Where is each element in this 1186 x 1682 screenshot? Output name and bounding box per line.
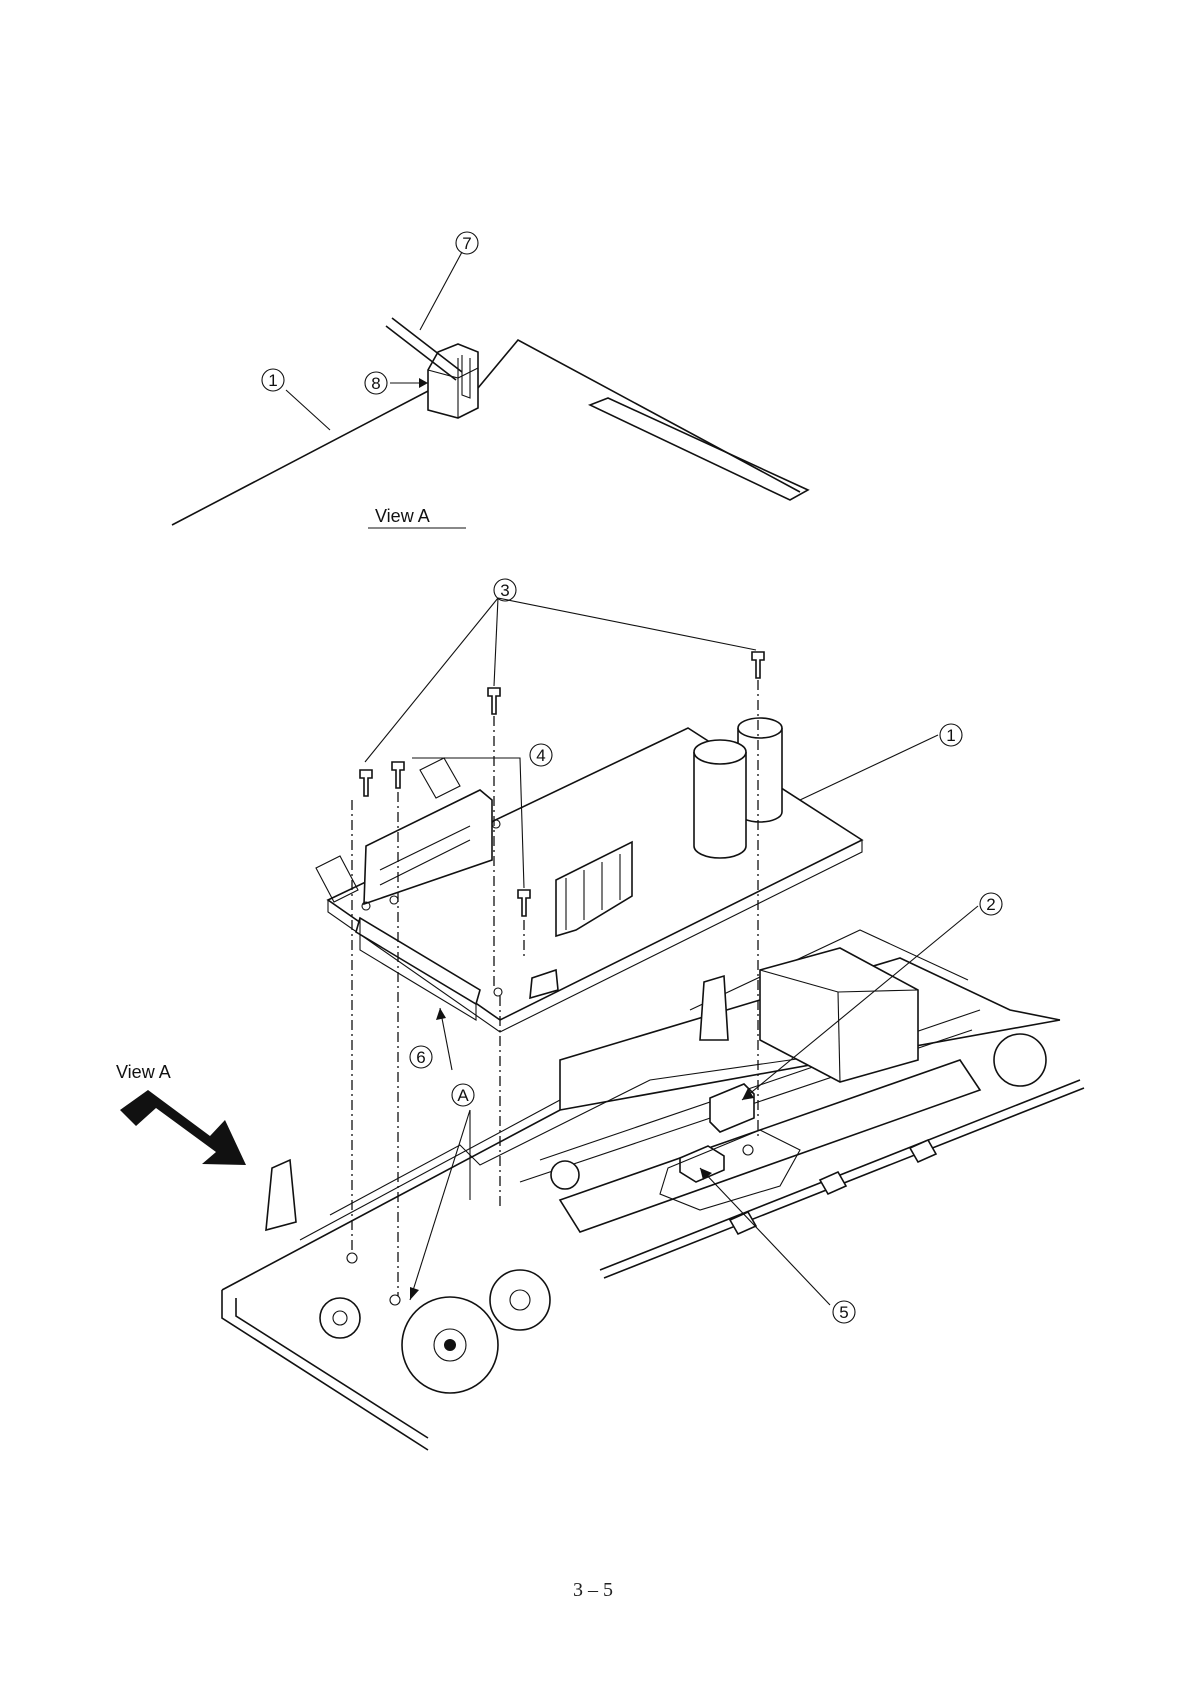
- svg-text:1: 1: [946, 726, 955, 745]
- page-number: 3 – 5: [573, 1579, 613, 1601]
- main-exploded-view: 3 4 1 2 5 6 A View A: [116, 579, 1084, 1450]
- callout-1-top: 1: [262, 369, 284, 391]
- callout-6: 6: [410, 1046, 432, 1068]
- svg-text:4: 4: [536, 746, 545, 765]
- view-a-arrow: View A: [116, 1062, 246, 1165]
- svg-text:2: 2: [986, 895, 995, 914]
- callout-1-main: 1: [940, 724, 962, 746]
- svg-text:6: 6: [416, 1048, 425, 1067]
- callout-7: 7: [456, 232, 478, 254]
- callout-a: A: [452, 1084, 474, 1106]
- svg-text:A: A: [457, 1086, 469, 1105]
- svg-text:8: 8: [371, 374, 380, 393]
- svg-text:7: 7: [462, 234, 471, 253]
- callout-2: 2: [980, 893, 1002, 915]
- view-a-caption: View A: [375, 506, 430, 526]
- base-chassis: [222, 930, 1084, 1450]
- svg-text:3: 3: [500, 581, 509, 600]
- view-a-detail: 1 7 8 View A: [172, 232, 808, 528]
- callout-8: 8: [365, 372, 387, 394]
- callout-4: 4: [530, 744, 552, 766]
- view-direction-arrow-icon: [120, 1090, 246, 1165]
- svg-text:5: 5: [839, 1303, 848, 1322]
- svg-text:1: 1: [268, 371, 277, 390]
- view-a-arrow-label: View A: [116, 1062, 171, 1082]
- callout-5: 5: [833, 1301, 855, 1323]
- callout-3: 3: [494, 579, 516, 601]
